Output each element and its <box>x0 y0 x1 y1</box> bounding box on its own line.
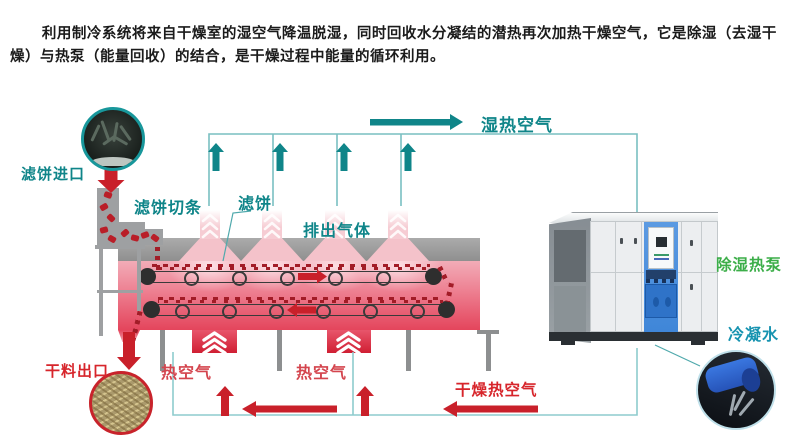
dryer-leg <box>486 330 491 371</box>
filter-cake-photo <box>81 107 145 171</box>
refrigerant-manifold <box>646 270 676 279</box>
belt-roller <box>376 271 391 286</box>
belt-roller <box>328 271 343 286</box>
belt-roller <box>280 271 295 286</box>
heat-pump-unit <box>549 211 718 345</box>
label-hot-air-right: 热空气 <box>296 365 348 382</box>
dry-material-photo <box>89 371 153 435</box>
belt-roller <box>232 271 247 286</box>
belt-roller <box>222 304 237 319</box>
dryer-leg <box>160 330 165 371</box>
hot-air-inlet-box <box>192 330 237 353</box>
heat-pump-front-face <box>590 221 718 333</box>
label-dehumidifying-heat-pump: 除湿热泵 <box>716 257 783 274</box>
belt-roller <box>269 304 284 319</box>
material-on-lower-belt <box>158 297 443 303</box>
exhaust-duct-lines <box>208 133 638 212</box>
belt-roller <box>316 304 331 319</box>
cutter-frame-rail <box>95 245 145 249</box>
falling-material-trail <box>155 229 160 267</box>
heat-pump-base <box>549 332 718 341</box>
dryer-leg <box>277 330 282 371</box>
belt-roller <box>425 268 442 285</box>
heat-pump-side-face <box>549 218 591 343</box>
heat-pump-control-box <box>648 227 674 269</box>
label-condensate-water: 冷凝水 <box>728 327 780 344</box>
material-on-upper-belt <box>152 264 430 270</box>
vent-plume <box>262 210 282 239</box>
dryer-chamber <box>118 250 480 330</box>
belt-roller <box>143 301 160 318</box>
heat-pump-top-face <box>549 212 718 223</box>
humid-air-arrow <box>370 114 463 130</box>
conveyor-belt-lower <box>147 304 450 316</box>
label-humid-hot-air: 湿热空气 <box>481 116 553 135</box>
return-duct-lines <box>172 348 638 416</box>
cutter-frame-rail <box>97 290 143 293</box>
vent-plume <box>388 210 408 239</box>
heat-pump-lower-panel <box>645 284 677 318</box>
label-dry-material-outlet: 干料出口 <box>45 363 110 380</box>
belt-roller <box>184 271 199 286</box>
dryer-leg <box>406 330 411 371</box>
cutter-frame-leg <box>99 249 103 336</box>
hot-air-inlet-box <box>327 330 371 353</box>
dryer-leg-bracket <box>477 330 499 334</box>
label-exhaust-gas: 排出气体 <box>303 223 372 240</box>
belt-roller <box>363 304 378 319</box>
belt-roller <box>438 301 455 318</box>
label-filter-cake: 滤饼 <box>238 196 273 213</box>
vent-plume <box>200 210 220 239</box>
label-filter-cake-inlet: 滤饼进口 <box>21 166 86 183</box>
label-hot-air-left: 热空气 <box>161 365 213 382</box>
cutter-frame-leg <box>137 249 141 311</box>
exhaust-up-arrows <box>208 143 416 171</box>
intro-paragraph: 利用制冷系统将来自干燥室的湿空气降温脱湿，同时回收水分凝结的潜热再次加热干燥空气… <box>10 25 777 65</box>
control-display <box>656 237 667 247</box>
label-drying-hot-air: 干燥热空气 <box>455 382 538 399</box>
belt-roller <box>175 304 190 319</box>
belt-roller <box>410 304 425 319</box>
belt-roller <box>139 268 156 285</box>
label-filter-cake-cutting: 滤饼切条 <box>134 200 203 217</box>
condensate-photo <box>696 350 776 430</box>
